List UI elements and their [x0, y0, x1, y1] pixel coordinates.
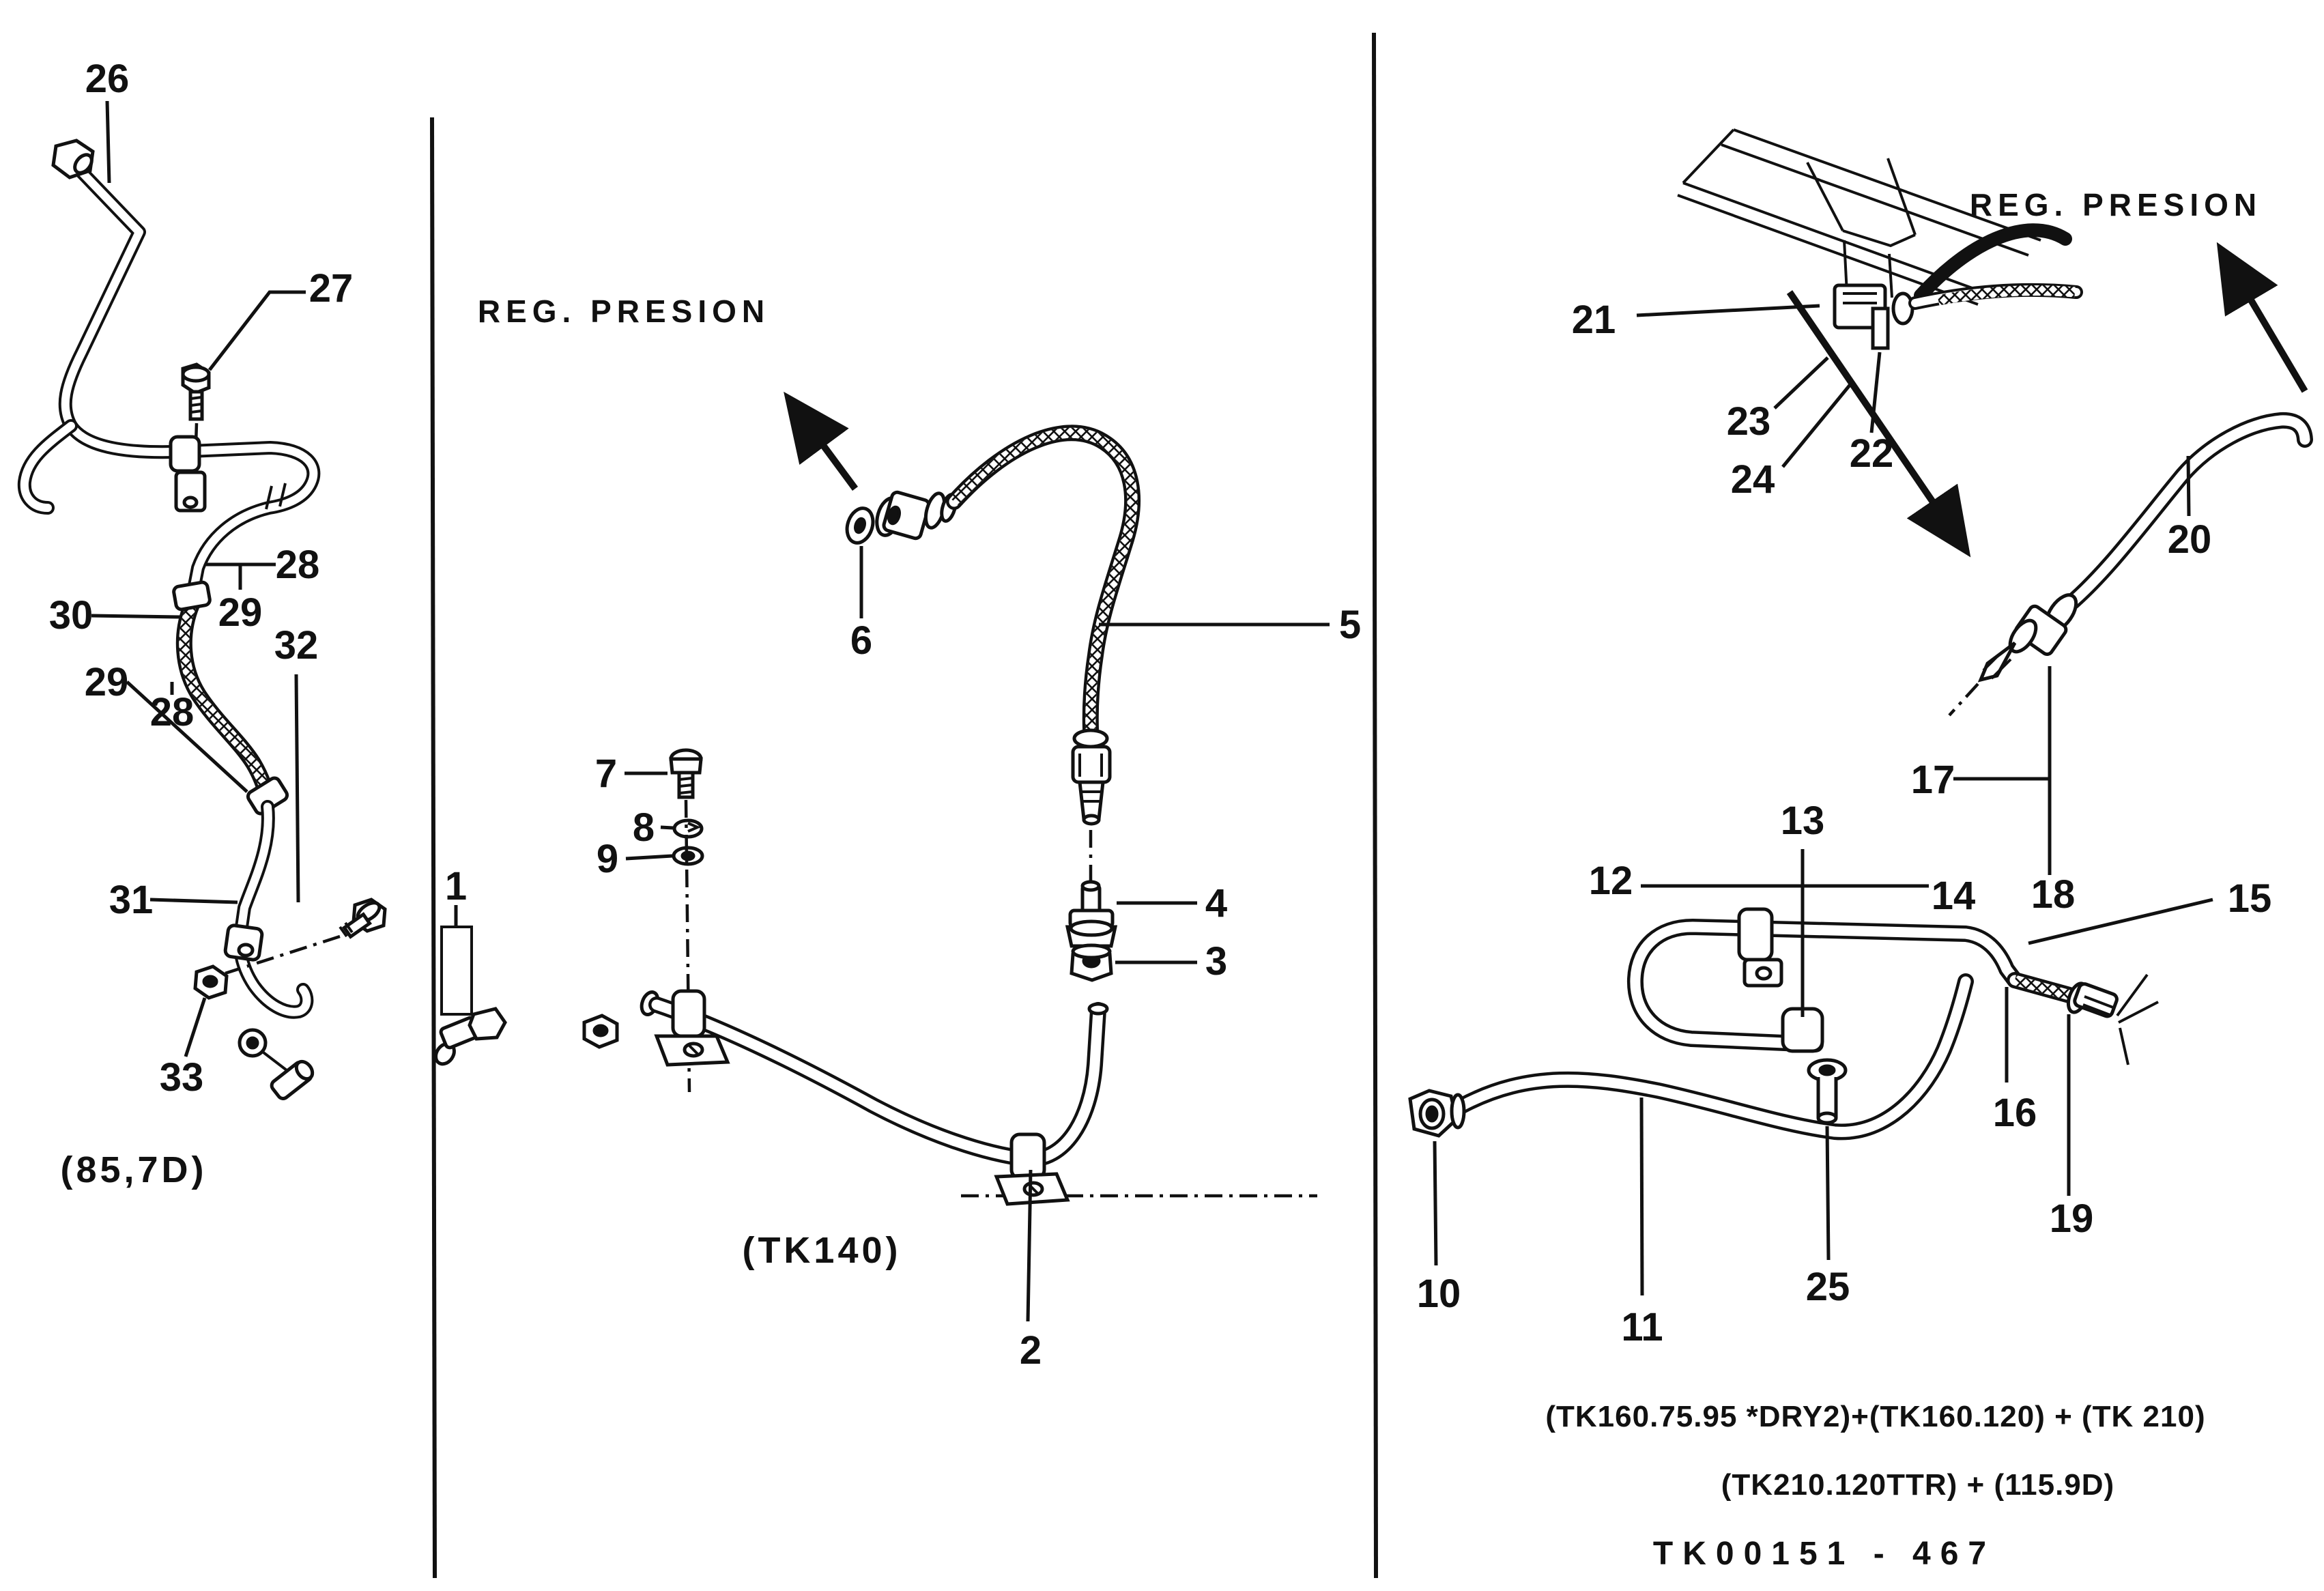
hose-ferrule-28-upper: [172, 580, 212, 612]
callout-30: 30: [49, 593, 94, 637]
callout-26: 26: [85, 57, 130, 101]
callout-31: 31: [109, 878, 154, 922]
text-notes: REG. PRESION REG. PRESION (85,7D) (TK140…: [60, 187, 2262, 1572]
pipe-2-clamp-b: [994, 1132, 1070, 1206]
callout-23: 23: [1727, 399, 1771, 444]
panel-dividers: [430, 32, 1378, 1579]
callout-16: 16: [1993, 1091, 2037, 1135]
pressure-regulator-arrow-center: [784, 391, 859, 491]
variant-label-left: (85,7D): [60, 1149, 207, 1190]
fuel-pipe-31: [223, 807, 315, 1100]
callout-labels: 26 27 28 29 30 29 28 31 32 33 1 2 3 4 5 …: [49, 57, 2272, 1373]
chassis-frame-sketch: [1677, 128, 2083, 350]
callout-18: 18: [2031, 872, 2076, 917]
callout-20: 20: [2168, 517, 2212, 562]
variant-label-center: (TK140): [742, 1230, 901, 1271]
callout-3: 3: [1205, 939, 1227, 984]
callout-5: 5: [1339, 603, 1361, 647]
callout-28b: 28: [150, 690, 195, 734]
hose-position-arrow: [1786, 290, 1971, 558]
callout-2: 2: [1020, 1328, 1042, 1373]
callout-24: 24: [1731, 457, 1775, 502]
callout-6: 6: [850, 618, 872, 663]
applicability-line-2: (TK210.120TTR) + (115.9D): [1721, 1468, 2114, 1502]
banjo-fitting: [270, 1059, 315, 1100]
pipe-11: [1408, 981, 1966, 1138]
hose-5-ferrule: [1072, 728, 1109, 749]
pipe-2-clamp-a: [654, 989, 730, 1067]
applicability-line-1: (TK160.75.95 *DRY2)+(TK160.120) + (TK 21…: [1545, 1400, 2205, 1433]
nut-33: [193, 964, 229, 1000]
callout-10: 10: [1417, 1272, 1461, 1316]
callout-17: 17: [1911, 758, 1955, 802]
callout-13: 13: [1781, 799, 1825, 843]
lock-washer-8: [672, 818, 704, 839]
plug-25: [1807, 1058, 1848, 1125]
braided-end-15: [2015, 975, 2159, 1065]
callout-14: 14: [1932, 874, 1976, 918]
connector-4: [1065, 880, 1118, 948]
bolt-27: [181, 362, 211, 507]
bolt-32: [225, 898, 387, 975]
callout-22: 22: [1850, 431, 1894, 476]
callout-8: 8: [633, 805, 655, 850]
fitting-17-18: [1948, 593, 2078, 717]
left-panel-drawing: [25, 139, 387, 1100]
pipe-clamp-27: [169, 435, 207, 513]
callout-28a: 28: [276, 543, 320, 587]
callout-9: 9: [597, 837, 618, 881]
bolt-7: [669, 748, 703, 799]
callout-15: 15: [2228, 876, 2272, 921]
fuel-pipe-2: [654, 989, 1109, 1206]
callout-29b: 29: [85, 660, 129, 704]
nut-3: [1070, 943, 1113, 982]
callout-33: 33: [160, 1055, 204, 1100]
callout-12: 12: [1589, 859, 1633, 903]
braided-hose-5: [954, 433, 1132, 826]
drawing-code: TK00151 - 467: [1653, 1536, 1996, 1572]
callout-27: 27: [309, 266, 354, 311]
clamp-bolt-22: [1871, 306, 1890, 350]
center-panel-drawing: [434, 391, 1317, 1206]
bolt-7-axis: [684, 799, 691, 1093]
fitting-10: [1408, 1089, 1466, 1138]
hose-5-union-fitting: [875, 490, 958, 541]
callout-4: 4: [1205, 881, 1227, 926]
braided-hose-30: [172, 580, 289, 816]
reg-presion-note-right: REG. PRESION: [1970, 187, 2262, 223]
callout-32: 32: [274, 623, 319, 668]
fitting-1: [434, 926, 660, 1066]
callout-1: 1: [445, 864, 467, 908]
washer-6: [845, 506, 875, 545]
callout-11: 11: [1621, 1305, 1663, 1349]
hose-20: [1948, 420, 2305, 717]
fuel-pipe-26: [25, 139, 314, 592]
leader-lines: [91, 100, 2213, 1322]
right-panel-drawing: [1408, 128, 2308, 1138]
callout-7: 7: [595, 751, 617, 796]
reg-presion-note-center: REG. PRESION: [478, 293, 770, 329]
pressure-regulator-arrow-right: [2216, 242, 2308, 393]
callout-29a: 29: [218, 590, 263, 635]
hose-ferrule-23: [1891, 291, 1914, 326]
callout-21: 21: [1572, 298, 1616, 342]
callout-25: 25: [1806, 1265, 1850, 1309]
callout-19: 19: [2050, 1196, 2094, 1241]
clamp-14: [1737, 907, 1783, 988]
